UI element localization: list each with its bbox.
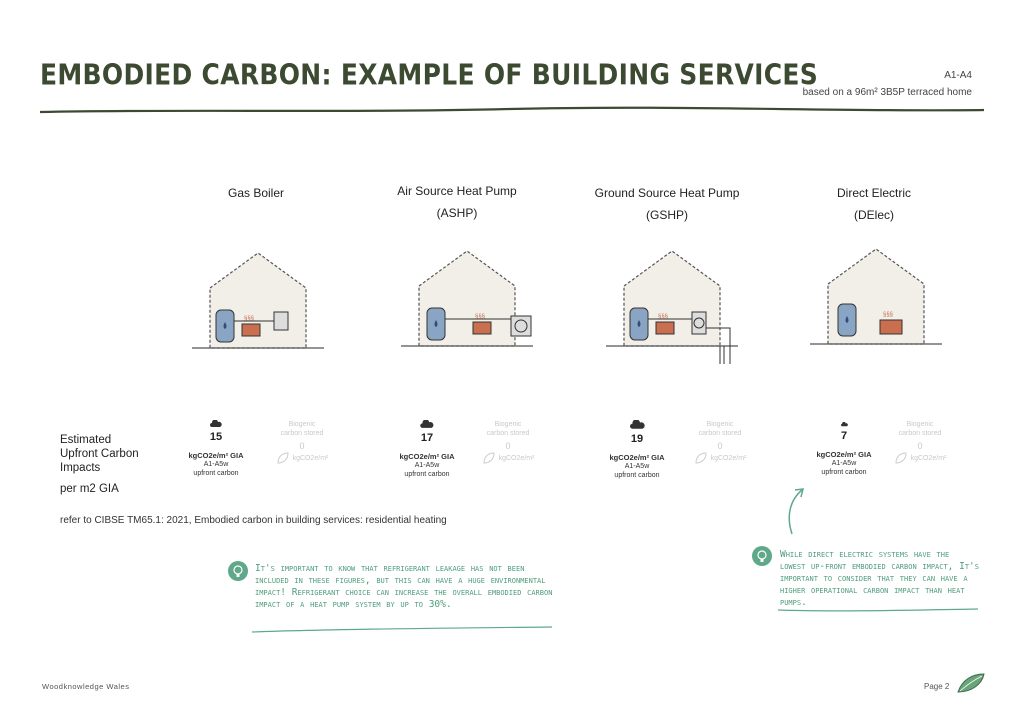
stage-code: A1-A4 (944, 70, 972, 81)
svg-text:§§§: §§§ (658, 314, 668, 320)
leaf-icon (895, 452, 907, 464)
cloud-icon (840, 421, 848, 427)
callout-arrow (788, 488, 804, 535)
metric-gshp: 19 kgCO2e/m² GIA A1-A5w upfront carbon (592, 419, 682, 480)
system-title-gshp: Ground Source Heat Pump (GSHP) (594, 186, 740, 222)
biogenic-direct-electric: Biogenic carbon stored 0 kgCO2e/m² (880, 420, 960, 465)
house-illustration-direct-electric: §§§ (810, 248, 942, 345)
lightbulb-icon (228, 561, 248, 581)
estimated-impacts-label: Estimated Upfront Carbon Impacts (60, 434, 139, 474)
system-title-ashp: Air Source Heat Pump (ASHP) (397, 184, 517, 220)
house-illustration-ashp: §§§ (401, 250, 533, 347)
biogenic-gas-boiler: Biogenic carbon stored 0 kgCO2e/m² (262, 420, 342, 465)
page-number: Page 2 (924, 682, 950, 691)
cloud-icon (629, 419, 645, 429)
leaf-icon (483, 452, 495, 464)
metric-gas-boiler: 15 kgCO2e/m² GIA A1-A5w upfront carbon (171, 419, 261, 478)
page-title: EMBODIED CARBON: EXAMPLE OF BUILDING SER… (40, 58, 819, 92)
biogenic-ashp: Biogenic carbon stored 0 kgCO2e/m² (468, 420, 548, 465)
svg-text:§§§: §§§ (475, 314, 485, 320)
metric-direct-electric: 7 kgCO2e/m² GIA A1-A5w upfront carbon (799, 420, 889, 477)
biogenic-gshp: Biogenic carbon stored 0 kgCO2e/m² (680, 420, 760, 465)
house-illustration-gas-boiler: §§§ (192, 252, 324, 349)
leaf-logo-icon (957, 673, 985, 693)
svg-text:§§§: §§§ (244, 316, 254, 322)
reference-note: refer to CIBSE TM65.1: 2021, Embodied ca… (60, 515, 447, 526)
system-title-direct-electric: Direct Electric (DElec) (836, 186, 911, 222)
metric-ashp: 17 kgCO2e/m² GIA A1-A5w upfront carbon (382, 419, 472, 479)
footer-org: Woodknowledge Wales (42, 682, 130, 691)
leaf-icon (695, 452, 707, 464)
direct-electric-note: While direct electric systems have the l… (780, 549, 979, 608)
refrigerant-note: It's important to know that refrigerant … (255, 563, 553, 610)
note1-underline (252, 626, 552, 633)
page-subtitle: based on a 96m² 3B5P terraced home (802, 87, 972, 98)
cloud-icon (420, 419, 434, 428)
svg-text:§§§: §§§ (883, 312, 893, 318)
note2-underline (778, 608, 978, 612)
lightbulb-icon (752, 546, 772, 566)
system-title-gas-boiler: Gas Boiler (227, 186, 285, 200)
cloud-icon (210, 419, 222, 427)
leaf-icon (277, 452, 289, 464)
house-illustration-gshp: §§§ (606, 250, 738, 364)
header-divider (40, 106, 984, 114)
per-gia-label: per m2 GIA (60, 483, 119, 495)
